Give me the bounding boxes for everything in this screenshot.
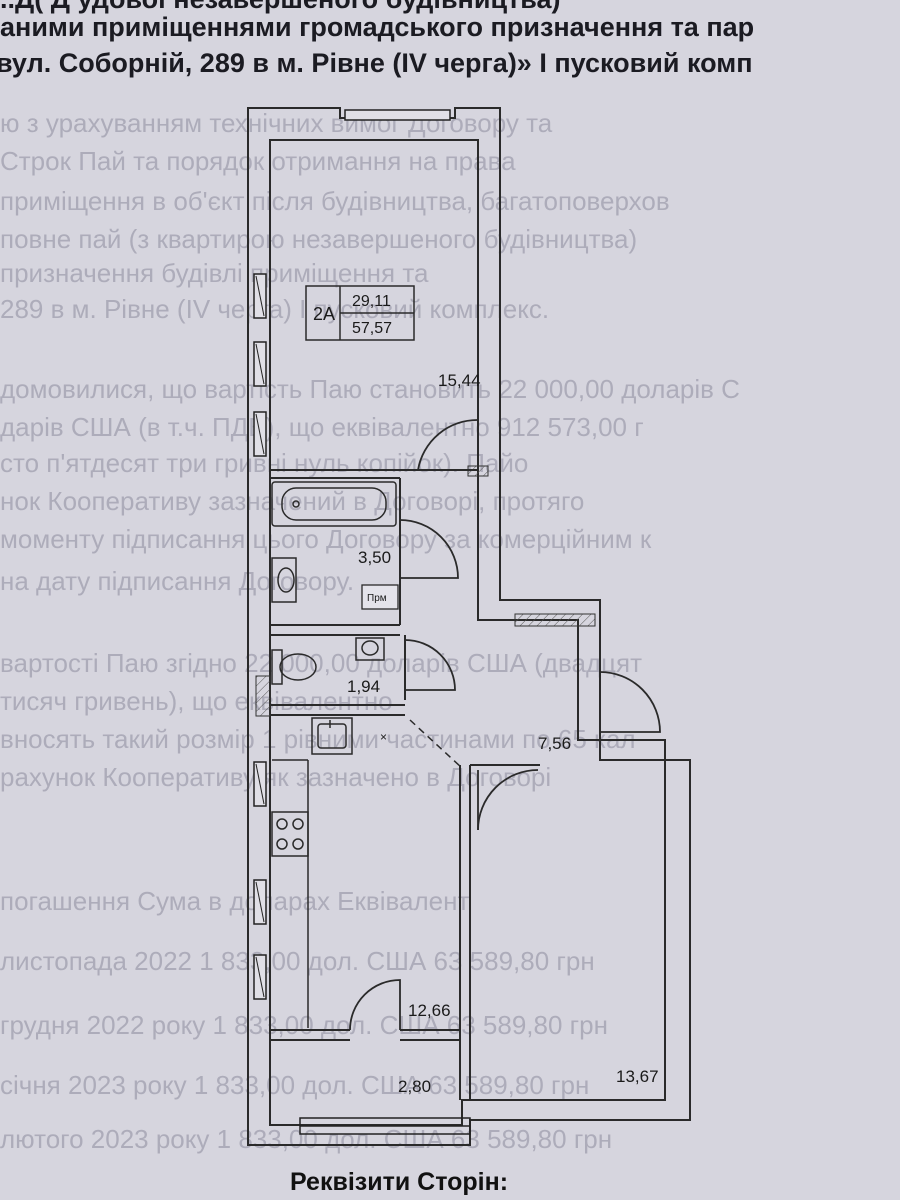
toilet-tank [271,649,283,685]
apartment-living-area: 29,11 [352,293,391,310]
kitchen-sink [311,717,353,755]
background-text-line: Строк Пай та порядок отримання на права [0,146,516,176]
washing-machine [361,584,399,610]
background-text-line: на дату підписання Договору. [0,566,355,596]
background-text-line: призначення будівлі приміщення та [0,258,429,288]
apartment-total-area: 57,57 [352,320,392,337]
room-area-balcony: 2,80 [398,1077,431,1096]
room-area-toilet: 1,94 [347,677,380,696]
background-text-line: грудня 2022 року 1 833,00 дол. США 63 58… [0,1010,608,1040]
background-text-line: тисяч гривень), що еквівалентно [0,686,393,716]
background-text-line: повне пай (з квартирою незавершеного буд… [0,224,638,254]
background-text-line: 289 в м. Рівне (IV черга) I пусковий ком… [0,294,550,324]
background-text-line: січня 2023 року 1 833,00 дол. США 63 589… [0,1070,590,1100]
bath-sink [271,557,297,603]
inner-wall [269,139,666,1126]
background-text-line: ю з урахуванням технічних вимог Договору… [0,108,553,138]
wall-hatch [255,675,271,717]
door-arc-balcony [349,979,401,1031]
toilet-bowl [279,653,317,681]
header-line-2: вул. Соборній, 289 в м. Рівне (IV черга)… [0,48,753,78]
background-text-line: лютого 2023 року 1 833,00 дол. США 63 58… [0,1124,613,1154]
kitchen-opening [409,719,463,769]
background-text-line: моменту підписання цього Договору за ком… [0,524,652,554]
bathtub-inner [281,487,387,521]
bathtub [271,481,397,527]
door-arc-toilet [404,639,456,691]
header-line-1: аними приміщеннями громадського призначе… [0,12,755,42]
background-text-line: листопада 2022 1 833,00 дол. США 63 589,… [0,946,595,976]
room-area-bathroom: 3,50 [358,548,391,567]
wall-hatch [467,465,489,477]
door-arc-top-room [416,419,479,471]
background-text-line: погашення Сума в доларах Еквівалент [0,886,470,916]
cross-mark: × [380,730,387,744]
room-area-hall: 7,56 [538,734,571,753]
door-arc-hall [477,769,539,831]
door-arc-bathroom [399,519,459,579]
background-text-line: вартості Паю згідно 22 000,00 доларів СШ… [0,648,643,678]
room-area-right: 13,67 [616,1067,659,1086]
footer-title: Реквізити Сторін: [290,1168,509,1196]
background-text-line: приміщення в об'єкт після будівництва, б… [0,186,670,216]
window-top [344,109,451,121]
room-area-kitchen: 12,66 [408,1001,451,1020]
apartment-type: 2A [313,304,335,324]
room-area-top: 15,44 [438,371,481,390]
background-text-line: домовилися, що вартість Паю становить 22… [0,374,740,404]
wall-hatch [514,613,596,627]
toilet-sink [355,637,385,661]
bathroom-tag: Прм [367,593,387,604]
background-text-line: дарів США (в т.ч. ПДВ), що еквівалентно … [0,412,644,442]
header-line-0: ..Д( Д удової незавершеного будівництва) [0,0,900,15]
door-arc-right-room [599,671,661,733]
stove [271,811,309,857]
background-text-line: нок Кооперативу зазначений в Договорі, п… [0,486,585,516]
